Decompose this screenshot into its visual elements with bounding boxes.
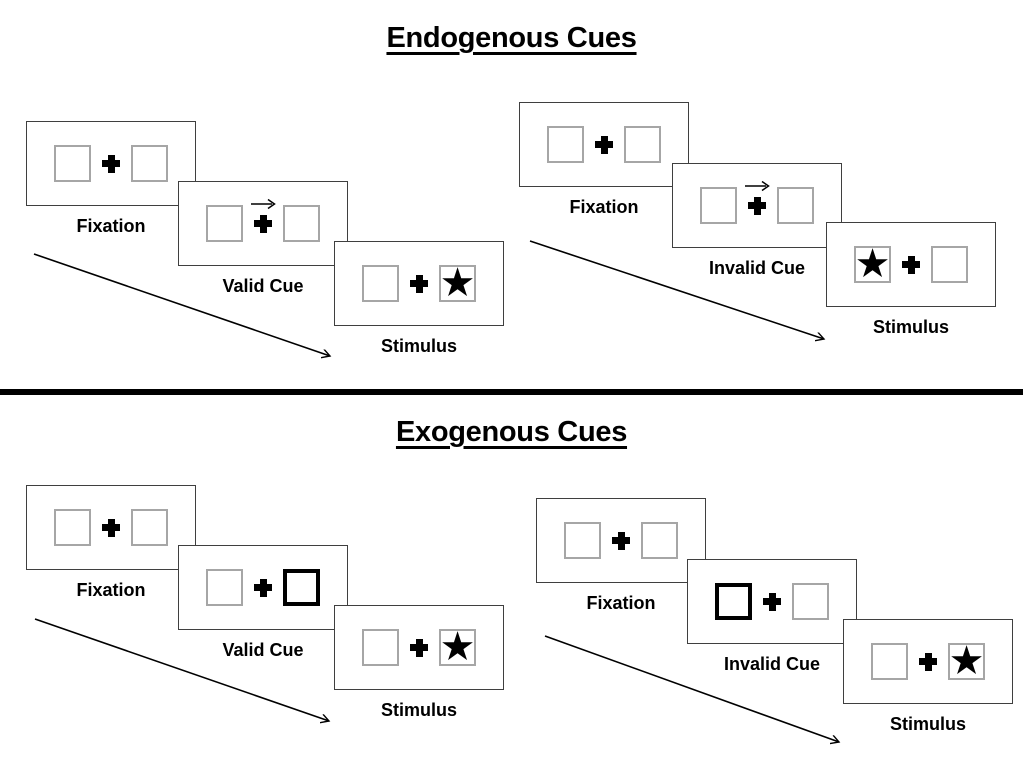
left-placeholder-box [54, 509, 91, 546]
exo-valid-fixation-stage: Fixation [26, 485, 196, 601]
endo-valid-fixation-stage: Fixation [26, 121, 196, 237]
right-arrow-icon [745, 180, 770, 191]
fixation-cross-icon [102, 154, 120, 173]
fixation-cross-icon [902, 255, 920, 274]
right-placeholder-box [777, 187, 814, 224]
endo-invalid-stimulus-stage: ★ Stimulus [826, 222, 996, 338]
exo-invalid-fixation-stage: Fixation [536, 498, 706, 614]
fixation-cross-icon [410, 638, 428, 657]
stage-label: Stimulus [380, 700, 457, 720]
section-divider [0, 389, 1023, 395]
fixation-panel [536, 498, 706, 583]
cue-panel [672, 163, 842, 248]
left-placeholder-box [206, 205, 243, 242]
right-placeholder-box [624, 126, 661, 163]
right-placeholder-box [131, 145, 168, 182]
cue-panel [178, 545, 348, 630]
right-target-box: ★ [948, 637, 985, 684]
endo-valid-stimulus-stage: ★ Stimulus [334, 241, 504, 357]
exo-invalid-stimulus-stage: ★ Stimulus [843, 619, 1013, 735]
stage-label: Fixation [76, 216, 146, 236]
stage-label: Valid Cue [222, 640, 304, 660]
right-highlighted-cue-box [283, 569, 320, 606]
timeline-arrow [529, 240, 824, 339]
left-placeholder-box [700, 187, 737, 224]
stage-label: Stimulus [889, 714, 966, 734]
fixation-cross-icon [595, 135, 613, 154]
left-placeholder-box [362, 629, 399, 666]
right-target-box: ★ [439, 259, 476, 306]
right-placeholder-box [931, 246, 968, 283]
stage-label: Fixation [586, 593, 656, 613]
right-target-box: ★ [439, 623, 476, 670]
endo-invalid-cue-stage: Invalid Cue [672, 163, 842, 279]
fixation-cross-icon [612, 531, 630, 550]
fixation-cross-icon [102, 518, 120, 537]
cue-panel [178, 181, 348, 266]
left-placeholder-box [362, 265, 399, 302]
stage-label: Fixation [569, 197, 639, 217]
timeline-arrow [33, 253, 330, 356]
right-placeholder-box [283, 205, 320, 242]
fixation-cross-icon [254, 214, 272, 233]
exo-invalid-cue-stage: Invalid Cue [687, 559, 857, 675]
timeline-arrow [544, 635, 839, 742]
fixation-panel [26, 121, 196, 206]
target-star-icon: ★ [439, 259, 476, 306]
exo-valid-stimulus-stage: ★ Stimulus [334, 605, 504, 721]
stimulus-panel: ★ [334, 605, 504, 690]
left-placeholder-box [564, 522, 601, 559]
left-placeholder-box [206, 569, 243, 606]
target-star-icon: ★ [948, 637, 985, 684]
stimulus-panel: ★ [843, 619, 1013, 704]
stage-label: Stimulus [380, 336, 457, 356]
stage-label: Valid Cue [222, 276, 304, 296]
left-placeholder-box [54, 145, 91, 182]
section-title-exogenous: Exogenous Cues [395, 416, 628, 448]
stimulus-panel: ★ [826, 222, 996, 307]
stage-label: Invalid Cue [708, 258, 806, 278]
fixation-cross-icon [748, 196, 766, 215]
fixation-panel [519, 102, 689, 187]
fixation-cross-icon [919, 652, 937, 671]
right-placeholder-box [792, 583, 829, 620]
stage-label: Stimulus [872, 317, 949, 337]
stage-label: Fixation [76, 580, 146, 600]
fixation-panel [26, 485, 196, 570]
left-highlighted-cue-box [715, 583, 752, 620]
section-title-endogenous: Endogenous Cues [386, 22, 637, 54]
target-star-icon: ★ [439, 623, 476, 670]
right-placeholder-box [641, 522, 678, 559]
left-placeholder-box [871, 643, 908, 680]
cue-panel [687, 559, 857, 644]
left-target-box: ★ [854, 240, 891, 287]
target-star-icon: ★ [854, 240, 891, 287]
fixation-cross-icon [410, 274, 428, 293]
stage-label: Invalid Cue [723, 654, 821, 674]
fixation-cross-icon [254, 578, 272, 597]
exo-valid-cue-stage: Valid Cue [178, 545, 348, 661]
stimulus-panel: ★ [334, 241, 504, 326]
left-placeholder-box [547, 126, 584, 163]
endo-invalid-fixation-stage: Fixation [519, 102, 689, 218]
right-placeholder-box [131, 509, 168, 546]
timeline-arrow [34, 618, 329, 721]
right-arrow-icon [251, 198, 276, 209]
endo-valid-cue-stage: Valid Cue [178, 181, 348, 297]
fixation-cross-icon [763, 592, 781, 611]
